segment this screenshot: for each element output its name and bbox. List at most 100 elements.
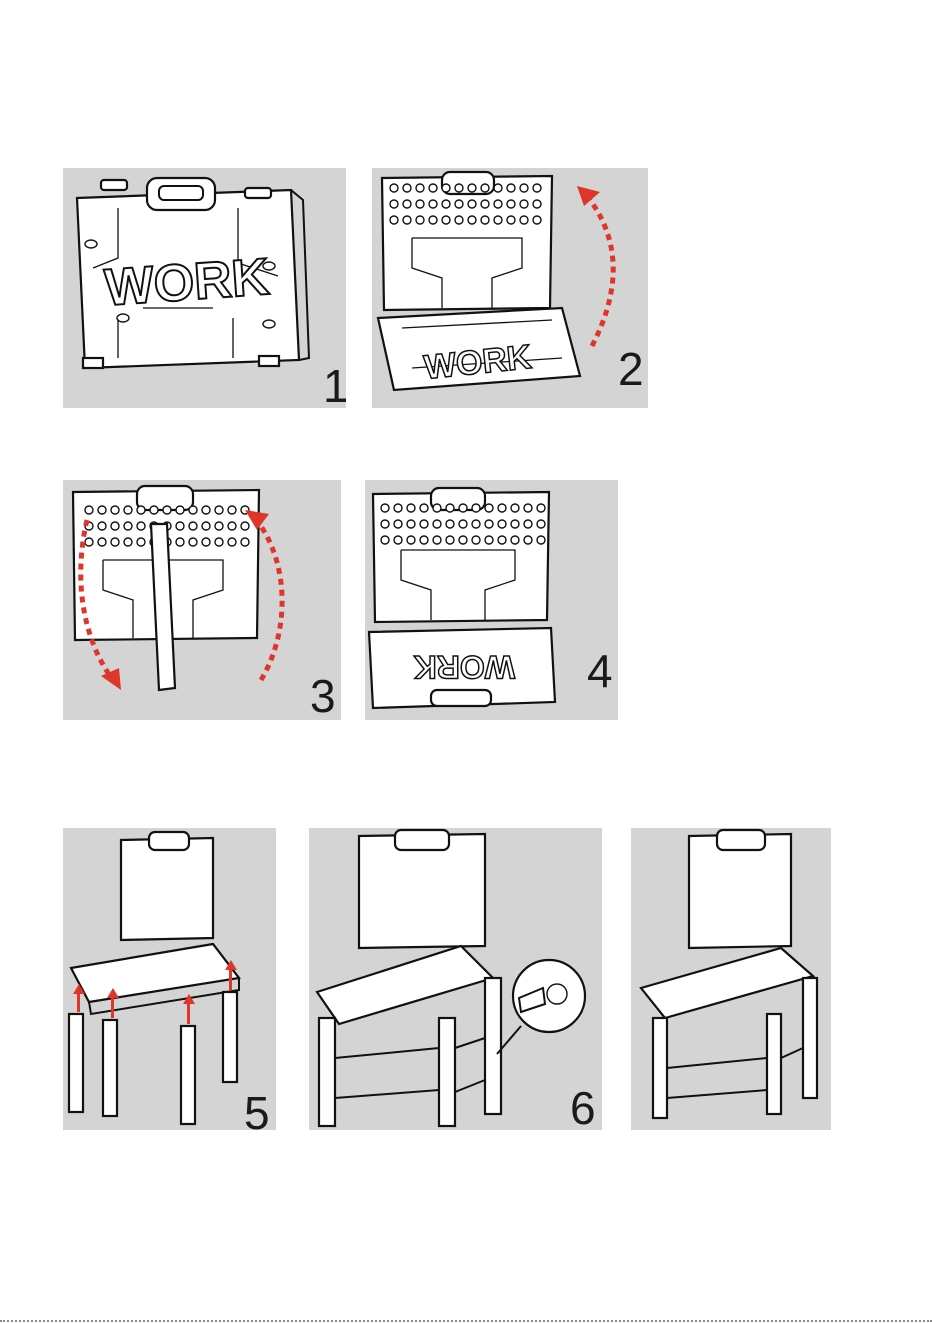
pegboard-hole <box>137 522 145 530</box>
pegboard-hole <box>124 538 132 546</box>
pegboard-hole <box>202 506 210 514</box>
open-case-illustration: WORK <box>365 480 618 720</box>
pegboard-hole <box>215 522 223 530</box>
pegboard-hole <box>533 184 541 192</box>
pegboard-hole <box>533 216 541 224</box>
pegboard-hole <box>468 216 476 224</box>
pegboard-hole <box>494 200 502 208</box>
pegboard-hole <box>498 536 506 544</box>
step-6-panel: 6 <box>309 828 602 1130</box>
pegboard-hole <box>468 184 476 192</box>
pegboard-hole <box>446 520 454 528</box>
pegboard-hole <box>176 522 184 530</box>
pegboard-hole <box>403 184 411 192</box>
page-bottom-divider <box>0 1320 932 1322</box>
pegboard-hole <box>433 504 441 512</box>
pegboard-hole <box>241 522 249 530</box>
pegboard-hole <box>507 184 515 192</box>
pegboard-hole <box>202 538 210 546</box>
pegboard-hole <box>442 216 450 224</box>
pegboard-hole <box>420 520 428 528</box>
pegboard-hole <box>241 538 249 546</box>
pegboard-hole <box>381 536 389 544</box>
step-number: 4 <box>587 648 613 694</box>
pegboard-hole <box>459 504 467 512</box>
pegboard-hole <box>85 506 93 514</box>
pegboard-hole <box>537 520 545 528</box>
pegboard-hole <box>459 536 467 544</box>
step-1-panel: WORK 1 <box>63 168 346 408</box>
pegboard-hole <box>485 536 493 544</box>
pegboard-hole <box>416 200 424 208</box>
pegboard-hole <box>498 504 506 512</box>
pegboard-hole <box>537 536 545 544</box>
pegboard-hole <box>524 536 532 544</box>
pegboard-hole <box>494 216 502 224</box>
step-3-panel: 3 <box>63 480 341 720</box>
closed-case-illustration: WORK <box>63 168 346 408</box>
pegboard-hole <box>485 504 493 512</box>
pegboard-hole <box>189 522 197 530</box>
pegboard-hole <box>98 538 106 546</box>
pegboard-hole <box>524 520 532 528</box>
pegboard-hole <box>420 536 428 544</box>
pegboard-hole <box>511 520 519 528</box>
pegboard-hole <box>468 200 476 208</box>
leg-attach-illustration <box>63 828 276 1130</box>
assembled-bench-illustration <box>631 828 831 1130</box>
pegboard-hole <box>150 506 158 514</box>
pegboard-hole <box>520 216 528 224</box>
pegboard-hole <box>420 504 428 512</box>
pegboard-hole <box>498 520 506 528</box>
pegboard-hole <box>390 184 398 192</box>
step-4-panel: WORK 4 <box>365 480 618 720</box>
pegboard-hole <box>124 506 132 514</box>
pegboard-hole <box>429 184 437 192</box>
pegboard-hole <box>442 200 450 208</box>
pegboard-hole <box>215 506 223 514</box>
pegboard-hole <box>85 538 93 546</box>
pegboard-hole <box>137 506 145 514</box>
pegboard-hole <box>403 200 411 208</box>
step-number: 2 <box>618 346 644 392</box>
pegboard-hole <box>407 536 415 544</box>
pegboard-hole <box>472 520 480 528</box>
pegboard-hole <box>124 522 132 530</box>
pegboard-hole <box>507 216 515 224</box>
pegboard-hole <box>98 506 106 514</box>
pegboard-hole <box>429 200 437 208</box>
pegboard-hole <box>228 522 236 530</box>
pegboard-hole <box>433 536 441 544</box>
pegboard-hole <box>537 504 545 512</box>
pegboard-hole <box>472 504 480 512</box>
pegboard-hole <box>390 216 398 224</box>
pegboard-hole <box>433 520 441 528</box>
lid-stand-illustration <box>63 480 341 720</box>
frame-screw-illustration <box>309 828 602 1130</box>
pegboard-hole <box>494 184 502 192</box>
pegboard-hole <box>228 538 236 546</box>
pegboard-hole <box>485 520 493 528</box>
pegboard-hole <box>394 504 402 512</box>
pegboard-hole <box>381 504 389 512</box>
step-number: 3 <box>310 673 336 719</box>
pegboard-hole <box>442 184 450 192</box>
pegboard-hole <box>111 522 119 530</box>
pegboard-hole <box>511 504 519 512</box>
pegboard-hole <box>511 536 519 544</box>
assembled-bench-panel <box>631 828 831 1130</box>
pegboard-hole <box>176 538 184 546</box>
pegboard-hole <box>446 536 454 544</box>
pegboard-hole <box>472 536 480 544</box>
pegboard-hole <box>459 520 467 528</box>
pegboard-hole <box>202 522 210 530</box>
svg-text:WORK: WORK <box>414 649 515 685</box>
step-number: 6 <box>570 1085 596 1130</box>
pegboard-hole <box>111 538 119 546</box>
pegboard-hole <box>446 504 454 512</box>
pegboard-hole <box>481 216 489 224</box>
pegboard-hole <box>407 504 415 512</box>
pegboard-hole <box>403 216 411 224</box>
pegboard-hole <box>416 216 424 224</box>
step-5-panel: 5 <box>63 828 276 1130</box>
